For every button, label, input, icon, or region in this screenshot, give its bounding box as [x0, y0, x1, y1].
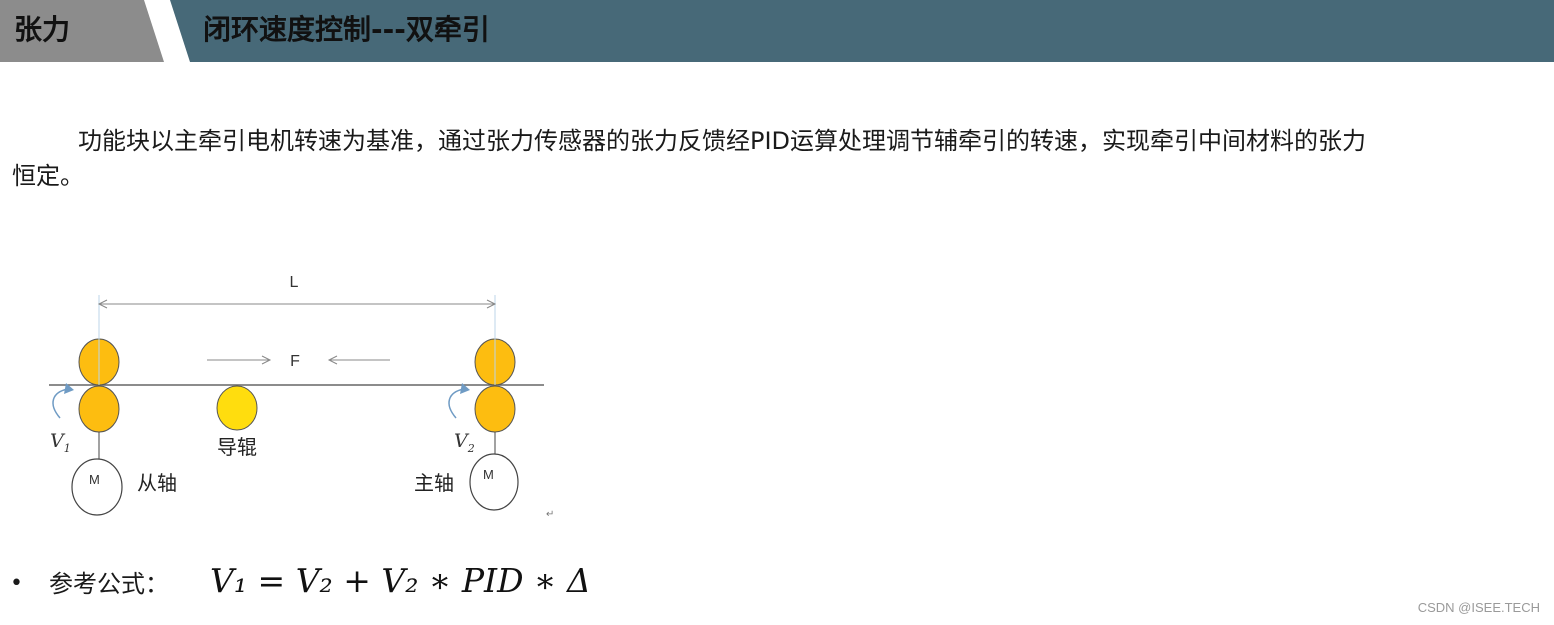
bullet-point: •: [10, 571, 23, 596]
return-mark-icon: ↵: [546, 509, 554, 520]
master-rotation-arrowhead-icon: [460, 383, 470, 394]
v2-label: V2: [454, 430, 475, 455]
title-banner: 张力 闭环速度控制---双牵引: [0, 0, 1554, 62]
formula-label: 参考公式：: [49, 570, 169, 598]
master-bottom-roller: [474, 385, 516, 433]
master-rotation-arrow-icon: [448, 388, 465, 419]
length-label: L: [290, 274, 299, 291]
slave-bottom-roller: [78, 385, 120, 433]
slave-rotation-arrowhead-icon: [64, 383, 74, 394]
banner-background: [0, 0, 1554, 62]
master-motor-label: M: [483, 467, 494, 482]
slave-motor: [71, 458, 123, 516]
force-label: F: [290, 353, 300, 370]
v1-label: V1: [50, 430, 71, 455]
section-tag: 张力: [14, 13, 71, 46]
slave-motor-label: M: [89, 472, 100, 487]
reference-formula: V₁ = V₂ + V₂ ∗ PID ∗ Δ: [210, 561, 591, 600]
master-motor: [469, 453, 519, 511]
slave-axis-label: 从轴: [137, 471, 177, 495]
description-paragraph: 功能块以主牵引电机转速为基准，通过张力传感器的张力反馈经PID运算处理调节辅牵引…: [12, 124, 1372, 194]
dual-traction-diagram: L F V1 V2 M M 导辊 从轴 主轴 ↵: [49, 274, 554, 520]
guide-roller-label: 导辊: [217, 435, 257, 459]
force-arrow-right: [207, 355, 272, 365]
force-arrow-left: [327, 355, 390, 365]
watermark: CSDN @ISEE.TECH: [1417, 600, 1540, 615]
page-title: 闭环速度控制---双牵引: [203, 13, 490, 46]
master-axis-label: 主轴: [414, 471, 454, 495]
slave-rotation-arrow-icon: [52, 388, 69, 419]
description-text: 功能块以主牵引电机转速为基准，通过张力传感器的张力反馈经PID运算处理调节辅牵引…: [12, 127, 1367, 190]
length-dimension-line: [97, 299, 497, 309]
guide-roller: [216, 385, 258, 431]
